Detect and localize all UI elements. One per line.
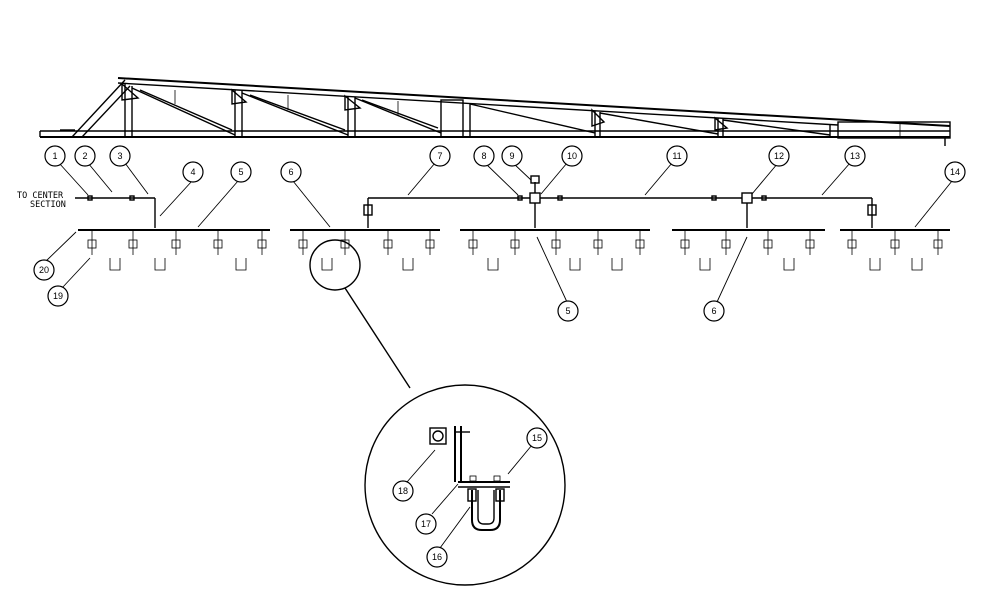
feed-lines bbox=[75, 175, 877, 228]
callout-5: 5 bbox=[230, 161, 252, 183]
callout-19: 19 bbox=[47, 285, 69, 307]
callout-13: 13 bbox=[844, 145, 866, 167]
svg-text:19: 19 bbox=[53, 291, 63, 301]
nozzle-bar-3 bbox=[460, 229, 650, 271]
callout-18: 18 bbox=[392, 480, 414, 502]
callout-4: 4 bbox=[182, 161, 204, 183]
leader-lines bbox=[44, 162, 953, 549]
svg-text:12: 12 bbox=[774, 151, 784, 161]
detail-view bbox=[309, 239, 566, 586]
svg-text:17: 17 bbox=[421, 519, 431, 529]
callout-3: 3 bbox=[109, 145, 131, 167]
callout-2: 2 bbox=[74, 145, 96, 167]
svg-text:6: 6 bbox=[711, 306, 716, 316]
svg-text:6: 6 bbox=[288, 167, 293, 177]
svg-text:5: 5 bbox=[565, 306, 570, 316]
callout-11: 11 bbox=[666, 145, 688, 167]
svg-text:16: 16 bbox=[432, 552, 442, 562]
svg-text:10: 10 bbox=[567, 151, 577, 161]
boom-frame bbox=[39, 77, 951, 146]
callout-6-lower: 6 bbox=[703, 300, 725, 322]
svg-text:4: 4 bbox=[190, 167, 195, 177]
svg-text:3: 3 bbox=[117, 151, 122, 161]
svg-text:1: 1 bbox=[52, 151, 57, 161]
callout-15: 15 bbox=[526, 427, 548, 449]
nozzle-bar-2 bbox=[290, 229, 440, 271]
svg-text:13: 13 bbox=[850, 151, 860, 161]
svg-text:7: 7 bbox=[437, 151, 442, 161]
svg-text:20: 20 bbox=[39, 265, 49, 275]
callout-10: 10 bbox=[561, 145, 583, 167]
callouts: 1 2 3 4 5 6 7 8 9 10 11 12 13 14 15 16 1… bbox=[33, 145, 966, 568]
callout-6: 6 bbox=[280, 161, 302, 183]
svg-text:18: 18 bbox=[398, 486, 408, 496]
svg-text:11: 11 bbox=[672, 151, 681, 161]
to-center-label-line2: SECTION bbox=[30, 200, 66, 210]
callout-9: 9 bbox=[501, 145, 523, 167]
svg-text:8: 8 bbox=[481, 151, 486, 161]
to-center-label-line1: TO CENTER bbox=[17, 191, 64, 201]
callout-12: 12 bbox=[768, 145, 790, 167]
svg-text:5: 5 bbox=[238, 167, 243, 177]
callout-17: 17 bbox=[415, 513, 437, 535]
nozzle-bar-1 bbox=[78, 229, 270, 271]
callout-16: 16 bbox=[426, 546, 448, 568]
svg-text:9: 9 bbox=[509, 151, 514, 161]
callout-14: 14 bbox=[944, 161, 966, 183]
callout-8: 8 bbox=[473, 145, 495, 167]
svg-text:2: 2 bbox=[82, 151, 87, 161]
nozzle-bar-5 bbox=[840, 229, 950, 271]
svg-text:15: 15 bbox=[532, 433, 542, 443]
callout-7: 7 bbox=[429, 145, 451, 167]
nozzle-bar-4 bbox=[672, 229, 825, 271]
callout-5-lower: 5 bbox=[557, 300, 579, 322]
callout-20: 20 bbox=[33, 259, 55, 281]
svg-text:14: 14 bbox=[950, 167, 960, 177]
callout-1: 1 bbox=[44, 145, 66, 167]
